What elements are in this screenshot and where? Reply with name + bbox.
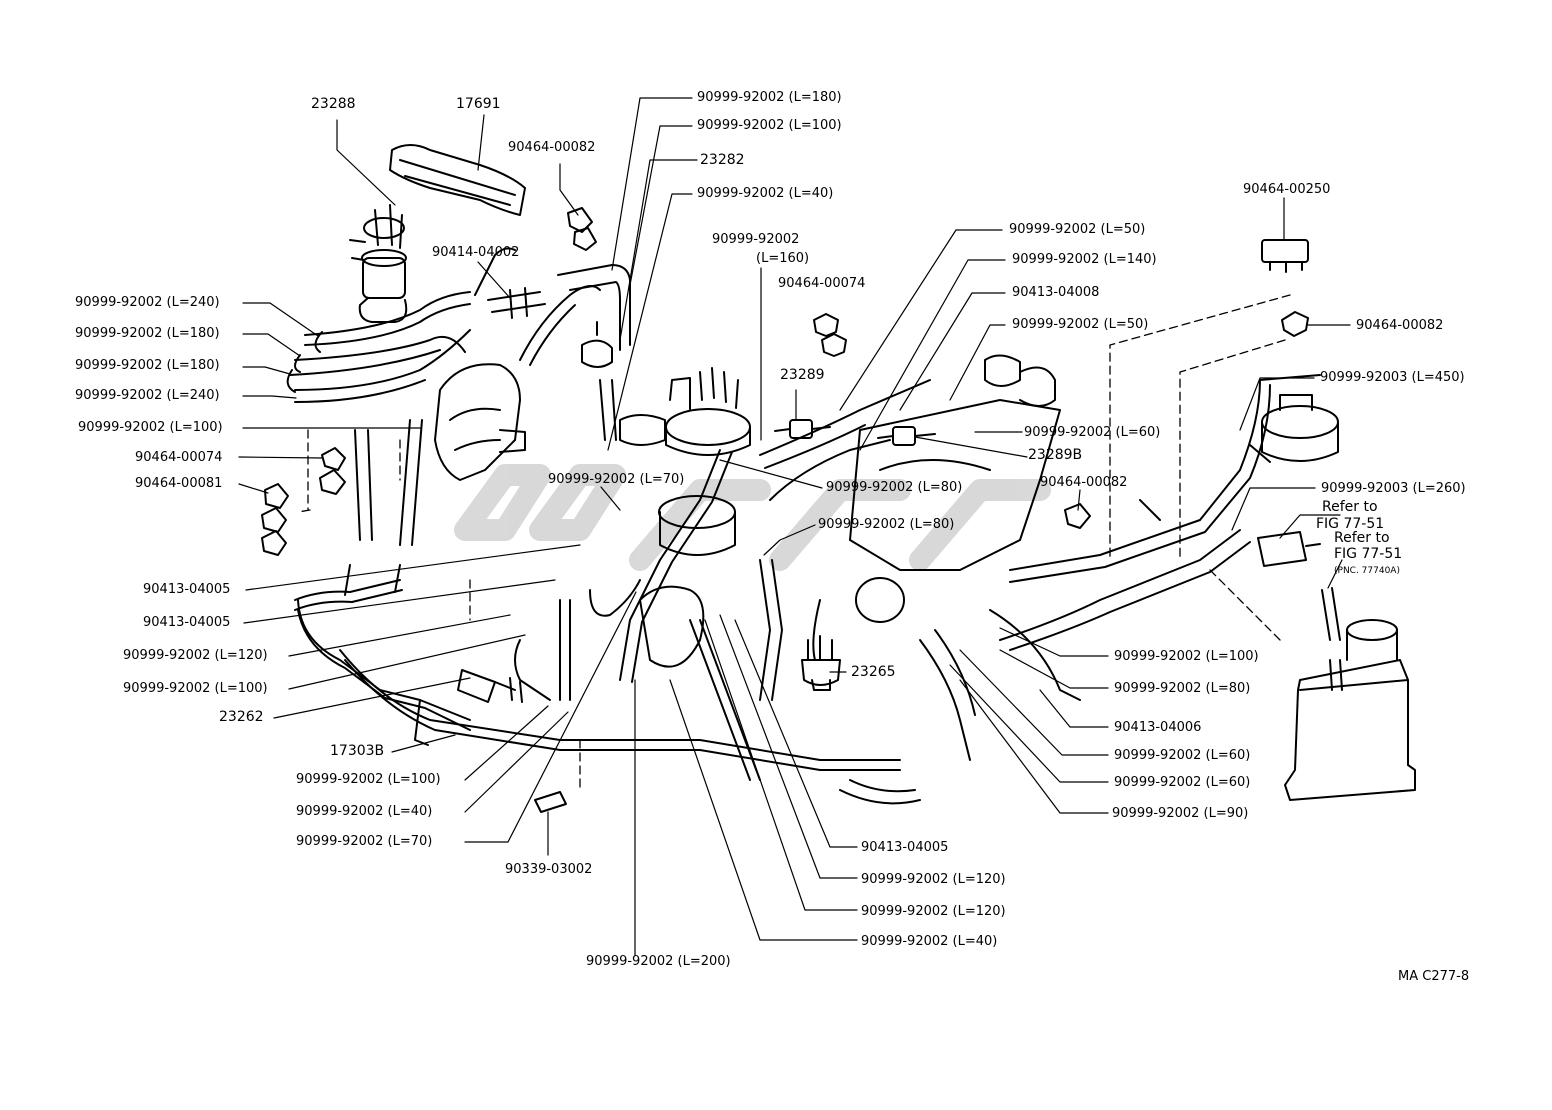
label-hose-40-a: 90999-92002 (L=40) — [296, 804, 433, 819]
label-hose-180-b: 90999-92002 (L=180) — [75, 358, 220, 373]
label-clip-90464-00074-a: 90464-00074 — [135, 450, 223, 465]
dashed-references — [297, 294, 1291, 791]
label-joint-90413-04005-c: 90413-04005 — [861, 840, 949, 855]
label-hose-120-c: 90999-92002 (L=120) — [861, 904, 1006, 919]
distributor — [619, 367, 751, 456]
label-hose-160-line2: (L=160) — [756, 251, 810, 266]
label-hose-60-c: 90999-92002 (L=60) — [1114, 775, 1251, 790]
clip-90464-00082-right — [1281, 311, 1309, 337]
sensor-23262 — [457, 669, 523, 703]
label-23265: 23265 — [851, 664, 896, 680]
label-clip-90464-00081: 90464-00081 — [135, 476, 223, 491]
label-hose-40-b: 90999-92002 (L=40) — [861, 934, 998, 949]
label-hose-240-a: 90999-92002 (L=240) — [75, 295, 220, 310]
air-filter-unit — [434, 363, 526, 481]
leader-lines — [238, 97, 1351, 956]
connector-90414-04002 — [487, 287, 546, 319]
charcoal-canister — [1284, 587, 1416, 801]
label-clip-90464-00082-c: 90464-00082 — [1356, 318, 1444, 333]
clip-90464-00082-center — [1064, 503, 1091, 529]
label-top-hose-100: 90999-92002 (L=100) — [697, 118, 842, 133]
label-hose-260: 90999-92003 (L=260) — [1321, 481, 1466, 496]
filter-right — [1257, 531, 1321, 567]
vacuum-switch-23265 — [801, 635, 841, 691]
label-hose-100-a: 90999-92002 (L=100) — [78, 420, 223, 435]
label-17691: 17691 — [456, 96, 501, 112]
label-hose-200: 90999-92002 (L=200) — [586, 954, 731, 969]
hose-bundle-left — [286, 247, 516, 546]
label-hose-90: 90999-92002 (L=90) — [1112, 806, 1249, 821]
valve-upper-right — [1249, 394, 1339, 463]
label-hose-100-b: 90999-92002 (L=100) — [123, 681, 268, 696]
hoses-middle — [514, 379, 1081, 805]
label-joint-90413-04006: 90413-04006 — [1114, 720, 1202, 735]
label-joint-90413-04005-a: 90413-04005 — [143, 582, 231, 597]
vsv-23289B — [877, 426, 936, 446]
label-refer2-b: FIG 77-51 — [1334, 546, 1403, 562]
hose-long-top — [519, 264, 631, 441]
label-refer1-a: Refer to — [1322, 499, 1378, 515]
label-hose-50-b: 90999-92002 (L=50) — [1012, 317, 1149, 332]
clips-left — [261, 447, 346, 556]
label-hose-100-c: 90999-92002 (L=100) — [296, 772, 441, 787]
carburetor — [639, 495, 905, 668]
label-refer2-c: (PNC. 77740A) — [1334, 566, 1400, 576]
label-plug-90339-03002: 90339-03002 — [505, 862, 593, 877]
label-refer2-a: Refer to — [1334, 530, 1390, 546]
label-23289B: 23289B — [1028, 447, 1083, 463]
pipe-bundle — [294, 564, 901, 771]
label-clip-90464-00082-a: 90464-00082 — [508, 140, 596, 155]
label-hose-160-line1: 90999-92002 — [712, 232, 800, 247]
label-23289: 23289 — [780, 367, 825, 383]
vacuum-switch-23282 — [581, 321, 613, 368]
hose-right-long — [999, 374, 1321, 651]
label-hose-80-a: 90999-92002 (L=80) — [826, 480, 963, 495]
label-clip-90464-00082-b: 90464-00082 — [1040, 475, 1128, 490]
clip-90464-00250 — [1261, 239, 1309, 273]
label-hose-180-a: 90999-92002 (L=180) — [75, 326, 220, 341]
label-joint-90413-04008: 90413-04008 — [1012, 285, 1100, 300]
clip-90464-00082-top — [567, 207, 597, 251]
clip-90464-00074-right — [813, 313, 847, 357]
label-hose-70-a: 90999-92002 (L=70) — [296, 834, 433, 849]
engine-block — [849, 354, 1061, 571]
label-23262: 23262 — [219, 709, 264, 725]
label-hose-80-c: 90999-92002 (L=80) — [1114, 681, 1251, 696]
label-top-hose-180: 90999-92002 (L=180) — [697, 90, 842, 105]
label-clip-90464-00074-b: 90464-00074 — [778, 276, 866, 291]
label-joint-90413-04005-b: 90413-04005 — [143, 615, 231, 630]
label-hose-140: 90999-92002 (L=140) — [1012, 252, 1157, 267]
label-connector-90414-04002: 90414-04002 — [432, 245, 520, 260]
label-hose-70-b: 90999-92002 (L=70) — [548, 472, 685, 487]
label-hose-120-b: 90999-92002 (L=120) — [861, 872, 1006, 887]
label-23288: 23288 — [311, 96, 356, 112]
label-hose-450: 90999-92003 (L=450) — [1320, 370, 1465, 385]
label-17303B: 17303B — [330, 743, 385, 759]
diagram-code: MA C277-8 — [1398, 969, 1470, 984]
label-hose-60-b: 90999-92002 (L=60) — [1114, 748, 1251, 763]
label-clip-90464-00250: 90464-00250 — [1243, 182, 1331, 197]
label-hose-120-a: 90999-92002 (L=120) — [123, 648, 268, 663]
label-hose-80-b: 90999-92002 (L=80) — [818, 517, 955, 532]
label-hose-240-b: 90999-92002 (L=240) — [75, 388, 220, 403]
plug-90339-03002 — [534, 791, 567, 813]
label-hose-100-d: 90999-92002 (L=100) — [1114, 649, 1259, 664]
label-23282: 23282 — [700, 152, 745, 168]
label-refer1-b: FIG 77-51 — [1316, 516, 1385, 532]
vacuum-switch-23288 — [349, 204, 408, 323]
label-hose-60-a: 90999-92002 (L=60) — [1024, 425, 1161, 440]
label-hose-50-a: 90999-92002 (L=50) — [1009, 222, 1146, 237]
clamp-17691 — [389, 144, 526, 216]
label-top-hose-40: 90999-92002 (L=40) — [697, 186, 834, 201]
